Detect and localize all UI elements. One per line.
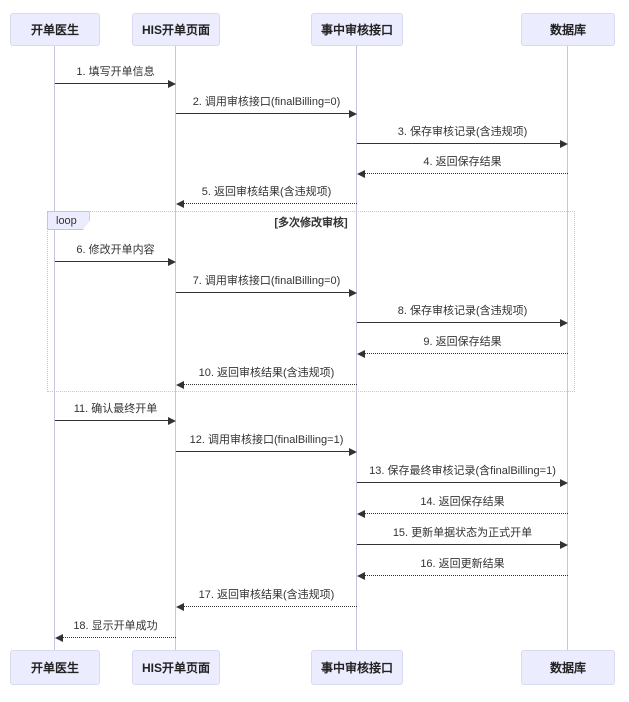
message-label: 17. 返回审核结果(含违规项): [198, 589, 335, 601]
message-label: 6. 修改开单内容: [76, 244, 155, 256]
message-line: [357, 482, 561, 483]
message-label: 13. 保存最终审核记录(含finalBilling=1): [369, 465, 556, 477]
arrowhead-icon: [560, 139, 568, 148]
message-label: 11. 确认最终开单: [73, 403, 158, 415]
arrowhead-icon: [168, 416, 176, 425]
message-label: 2. 调用审核接口(finalBilling=0): [192, 96, 341, 108]
arrowhead-icon: [357, 571, 365, 580]
lifeline-his-page: [175, 46, 177, 650]
loop-frame: [47, 211, 575, 392]
message-label: 18. 显示开单成功: [73, 620, 158, 632]
message-label: 9. 返回保存结果: [423, 336, 502, 348]
participant-label: HIS开单页面: [141, 23, 210, 37]
message-label: 1. 填写开单信息: [76, 66, 155, 78]
participant-label: 数据库: [549, 661, 586, 675]
participant-top-box-his-page: HIS开单页面: [132, 13, 220, 46]
message-label: 5. 返回审核结果(含违规项): [201, 186, 332, 198]
participant-bottom-box-database: 数据库: [521, 650, 615, 685]
message-label: 16. 返回更新结果: [420, 558, 505, 570]
message-line: [176, 113, 350, 114]
loop-label-tag: loop: [47, 211, 90, 230]
message-line: [55, 83, 169, 84]
message-label: 10. 返回审核结果(含违规项): [198, 367, 335, 379]
participant-top-box-database: 数据库: [521, 13, 615, 46]
participant-label: 开单医生: [30, 23, 79, 37]
lifeline-doctor: [54, 46, 56, 650]
arrowhead-icon: [560, 478, 568, 487]
message-label: 8. 保存审核记录(含违规项): [397, 305, 528, 317]
arrowhead-icon: [357, 509, 365, 518]
arrowhead-icon: [168, 257, 176, 266]
arrowhead-icon: [176, 380, 184, 389]
arrowhead-icon: [176, 199, 184, 208]
message-line: [364, 173, 568, 174]
lifeline-audit-api: [356, 46, 358, 650]
participant-label: HIS开单页面: [141, 661, 210, 675]
arrowhead-icon: [357, 349, 365, 358]
participant-label: 开单医生: [30, 661, 79, 675]
arrowhead-icon: [560, 318, 568, 327]
participant-bottom-box-audit-api: 事中审核接口: [311, 650, 403, 685]
message-line: [364, 353, 568, 354]
arrowhead-icon: [560, 540, 568, 549]
participant-top-box-audit-api: 事中审核接口: [311, 13, 403, 46]
arrowhead-icon: [168, 79, 176, 88]
arrowhead-icon: [176, 602, 184, 611]
message-label: 12. 调用审核接口(finalBilling=1): [189, 434, 344, 446]
participant-label: 数据库: [549, 23, 586, 37]
lifeline-database: [567, 46, 569, 650]
message-line: [55, 420, 169, 421]
message-label: 4. 返回保存结果: [423, 156, 502, 168]
message-label: 3. 保存审核记录(含违规项): [397, 126, 528, 138]
message-line: [55, 261, 169, 262]
message-label: 7. 调用审核接口(finalBilling=0): [192, 275, 341, 287]
arrowhead-icon: [357, 169, 365, 178]
message-line: [183, 606, 357, 607]
message-line: [357, 544, 561, 545]
participant-label: 事中审核接口: [320, 661, 393, 675]
message-line: [364, 513, 568, 514]
message-line: [357, 143, 561, 144]
message-line: [62, 637, 176, 638]
message-line: [176, 451, 350, 452]
participant-top-box-doctor: 开单医生: [10, 13, 100, 46]
participant-bottom-box-his-page: HIS开单页面: [132, 650, 220, 685]
message-line: [357, 322, 561, 323]
participant-bottom-box-doctor: 开单医生: [10, 650, 100, 685]
message-label: 15. 更新单据状态为正式开单: [392, 527, 533, 539]
participant-label: 事中审核接口: [320, 23, 393, 37]
loop-condition: [多次修改审核]: [274, 217, 348, 229]
arrowhead-icon: [349, 109, 357, 118]
arrowhead-icon: [349, 447, 357, 456]
arrowhead-icon: [55, 633, 63, 642]
message-line: [176, 292, 350, 293]
arrowhead-icon: [349, 288, 357, 297]
message-line: [183, 384, 357, 385]
message-line: [183, 203, 357, 204]
message-line: [364, 575, 568, 576]
message-label: 14. 返回保存结果: [420, 496, 505, 508]
